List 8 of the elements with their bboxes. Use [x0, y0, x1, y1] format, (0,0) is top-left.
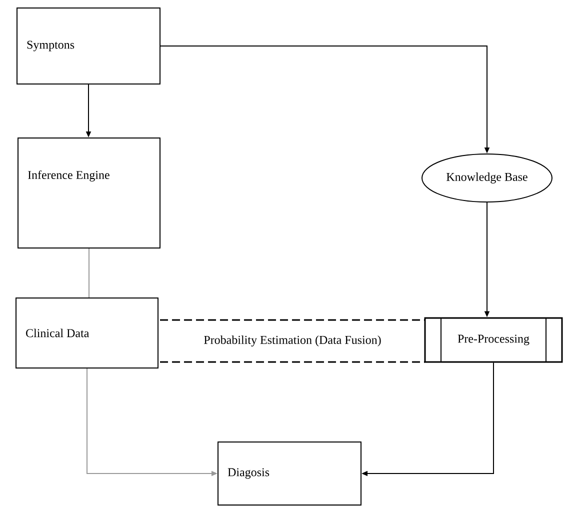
dashed-band: Probability Estimation (Data Fusion): [159, 319, 426, 363]
process-box: Diagosis: [218, 441, 362, 506]
process-box: Symptons: [16, 8, 160, 84]
ellipse-node: Knowledge Base: [422, 154, 552, 202]
predefined-process-box: Pre-Processing: [424, 317, 563, 363]
connector-line: [88, 248, 90, 298]
process-box: Inference Engine: [18, 138, 160, 248]
process-box: Clinical Data: [16, 297, 158, 368]
